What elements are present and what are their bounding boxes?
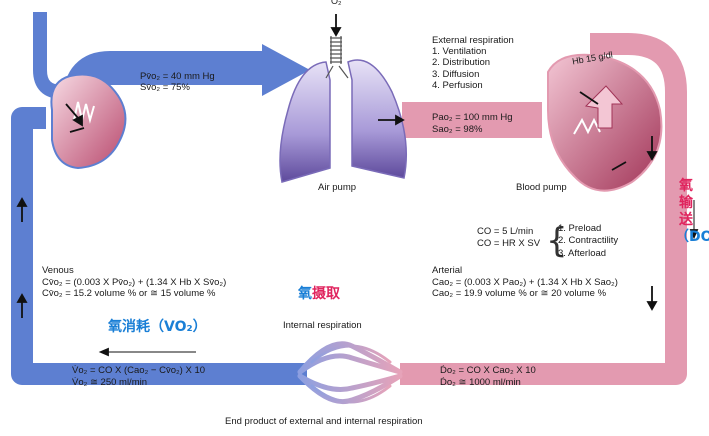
o2-delivery-abbr: （DO₂） — [675, 229, 709, 245]
o2-uptake-rest: 摄取 — [312, 286, 340, 302]
blood-pump-label: Blood pump — [516, 182, 567, 193]
arterial-title: Arterial — [432, 265, 463, 276]
o2-inflow-label: O₂ — [331, 0, 342, 6]
capillary-bed — [297, 341, 403, 404]
heart-inflow-arrow — [584, 85, 624, 129]
pulmonary-artery-arrowhead — [262, 44, 310, 96]
internal-respiration-label: Internal respiration — [283, 320, 362, 331]
do2-equation: Ḋo₂ = CO X Cao₂ X 10 — [440, 365, 536, 376]
external-respiration-title: External respiration — [432, 35, 514, 46]
vena-cava — [33, 12, 63, 99]
arterial-formula: Cao₂ = (0.003 X Pao₂) + (1.34 X Hb X Sao… — [432, 276, 618, 288]
trachea — [325, 36, 349, 79]
o2-consumption-label: 氧消耗（VO₂） — [108, 319, 207, 335]
vo2-value: V̇o₂ ≅ 250 ml/min — [72, 377, 148, 388]
venous-pressures: Pv̄o₂ = 40 mm Hg Sv̄o₂ = 75% — [140, 71, 215, 93]
venous-vessel — [11, 107, 307, 385]
vo2-formula: V̇o₂ = CO X (Cao₂ − Cv̄o₂) X 10 V̇o₂ ≅ 2… — [72, 365, 205, 389]
arterial-vessel — [400, 33, 687, 385]
factor-preload: 1. Preload — [558, 223, 602, 234]
arterial-pressures: Pao₂ = 100 mm Hg Sao₂ = 98% — [432, 112, 513, 136]
left-lung — [279, 61, 331, 183]
venous-formula: Cv̄o₂ = (0.003 X Pv̄o₂) + (1.34 X Hb X S… — [42, 276, 227, 288]
step-ventilation: 1. Ventilation — [432, 46, 487, 57]
o2-delivery-label: 氧输送（DO₂） — [675, 178, 709, 246]
venous-value: Cv̄o₂ = 15.2 volume % or ≅ 15 volume % — [42, 288, 216, 299]
venous-content: Venous Cv̄o₂ = (0.003 X Pv̄o₂) + (1.34 X… — [42, 265, 226, 300]
arterial-content: Arterial Cao₂ = (0.003 X Pao₂) + (1.34 X… — [432, 265, 618, 300]
step-distribution: 2. Distribution — [432, 57, 491, 69]
pulmonary-vein — [402, 102, 542, 138]
factor-contractility: 2. Contractility — [558, 235, 619, 247]
external-respiration-steps: 1. Ventilation 2. Distribution 3. Diffus… — [432, 46, 490, 92]
o2-uptake-label: 氧摄取 — [298, 286, 340, 302]
do2-value: Ḋo₂ ≅ 1000 ml/min — [440, 377, 521, 388]
venous-po2: Pv̄o₂ = 40 mm Hg — [140, 71, 215, 82]
venous-so2: Sv̄o₂ = 75% — [140, 82, 190, 93]
vo2-equation: V̇o₂ = CO X (Cao₂ − Cv̄o₂) X 10 — [72, 365, 206, 376]
arterial-value: Cao₂ = 19.9 volume % or ≅ 20 volume % — [432, 288, 607, 299]
venous-title: Venous — [42, 265, 74, 276]
o2-uptake-char: 氧 — [298, 286, 312, 302]
brace-icon: { — [546, 221, 568, 261]
factor-afterload: 3. Afterload — [558, 247, 607, 259]
o2-delivery-chars: 氧输送 — [679, 178, 693, 228]
do2-formula: Ḋo₂ = CO X Cao₂ X 10 Ḋo₂ ≅ 1000 ml/min — [440, 365, 536, 389]
right-lung — [347, 59, 408, 179]
flow-arrows — [16, 14, 699, 357]
stroke-volume-factors: 1. Preload 2. Contractility 3. Afterload — [558, 223, 618, 260]
air-pump-label: Air pump — [318, 182, 357, 193]
arterial-so2: Sao₂ = 98% — [432, 124, 483, 135]
end-product-label: End product of external and internal res… — [225, 416, 423, 427]
right-heart — [50, 73, 127, 170]
step-perfusion: 4. Perfusion — [432, 80, 483, 92]
co-equation: CO = HR X SV — [477, 237, 541, 249]
co-value: CO = 5 L/min — [477, 226, 534, 237]
cardiac-output: CO = 5 L/min CO = HR X SV — [477, 226, 540, 249]
arterial-po2: Pao₂ = 100 mm Hg — [432, 112, 513, 123]
step-diffusion: 3. Diffusion — [432, 68, 480, 80]
